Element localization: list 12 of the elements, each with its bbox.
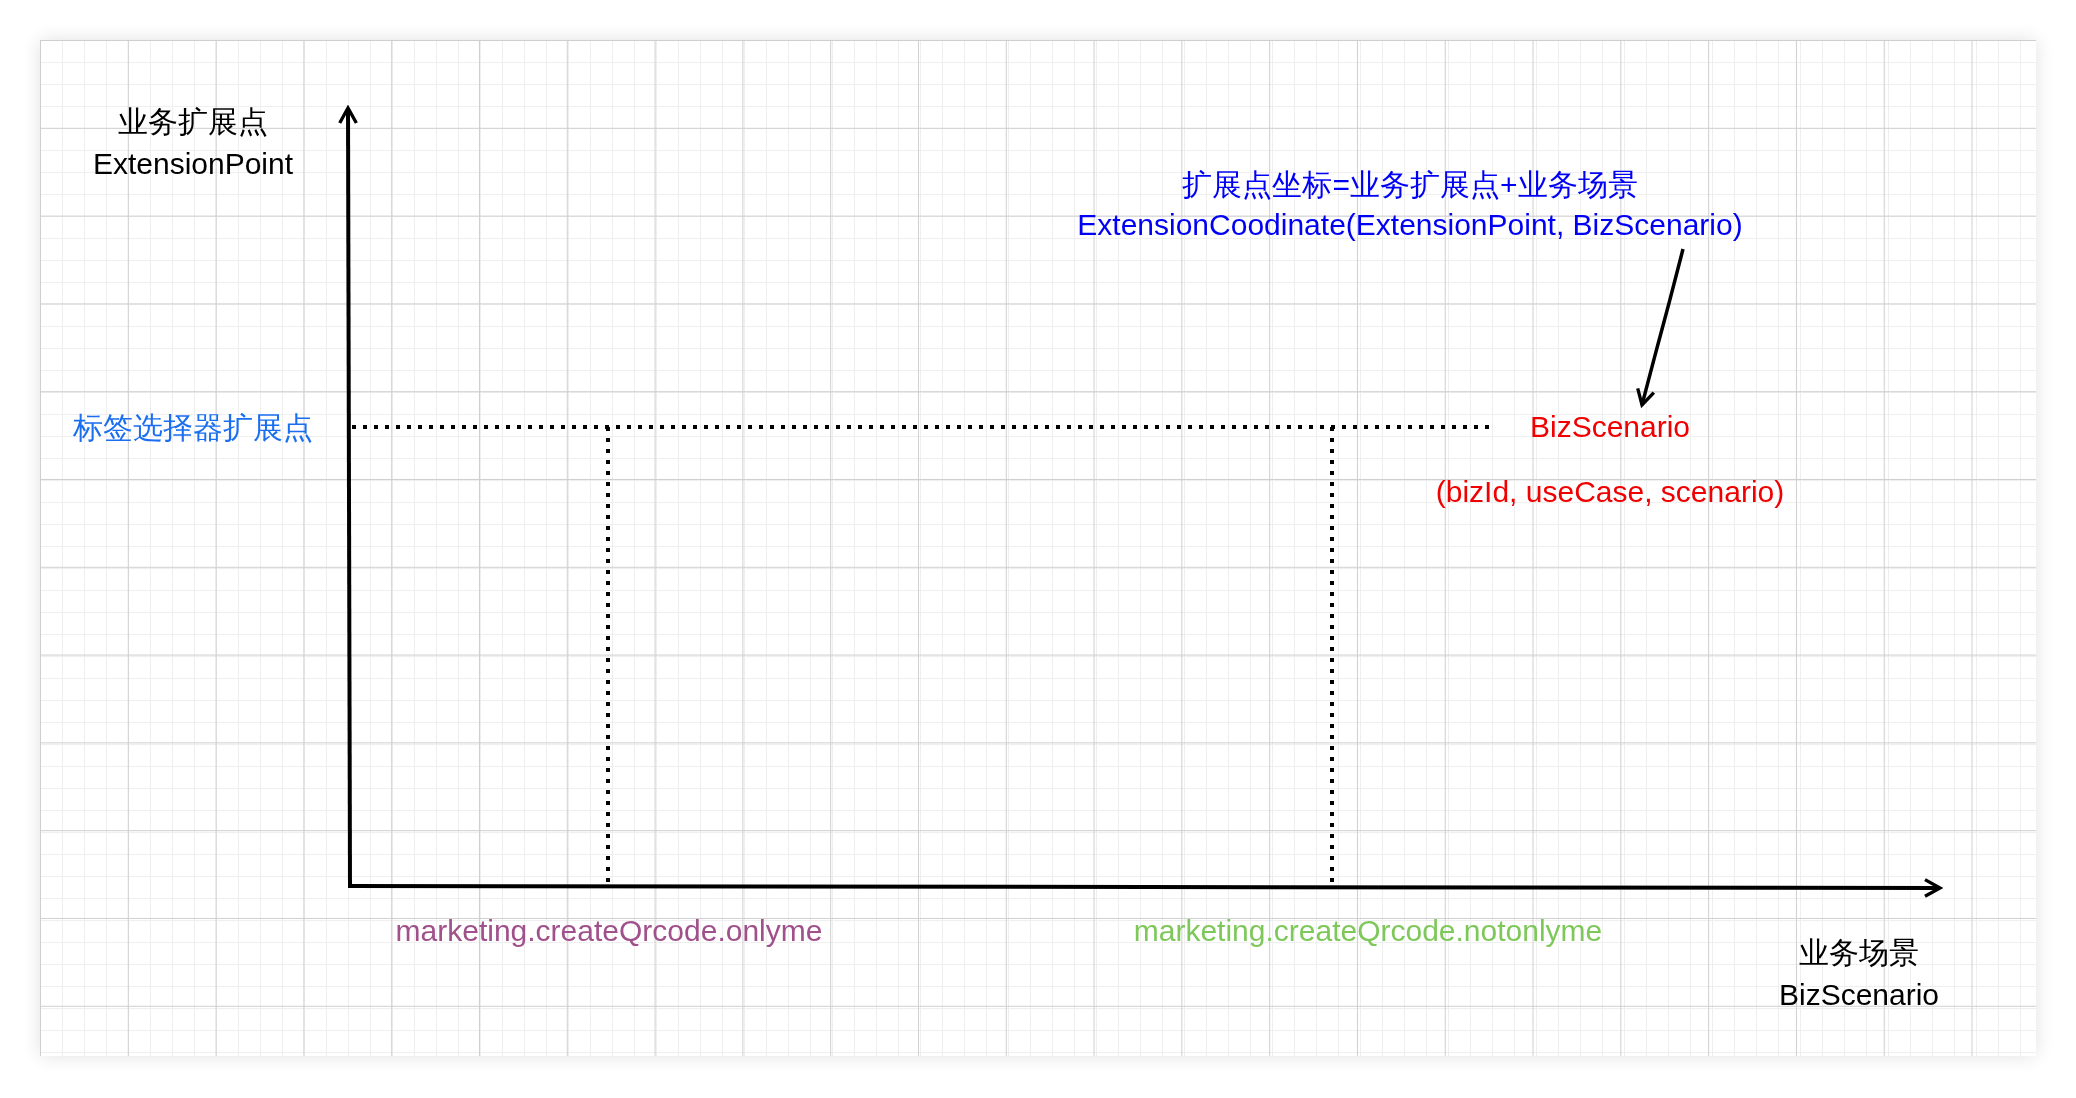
axis-title: 业务场景 xyxy=(1799,935,1919,971)
scenario-label: marketing.createQrcode.onlyme xyxy=(395,913,823,949)
axis-title: 业务扩展点 xyxy=(118,104,268,140)
scenario-label: marketing.createQrcode.notonlyme xyxy=(1133,913,1603,949)
axis-title: BizScenario xyxy=(1778,977,1940,1013)
arrow xyxy=(1636,248,1685,407)
node-heading: BizScenario xyxy=(1529,409,1691,445)
point-label: 标签选择器扩展点 xyxy=(73,410,313,446)
axis-title: ExtensionPoint xyxy=(92,146,294,182)
node-text: (bizId, useCase, scenario) xyxy=(1435,474,1785,510)
node-text: ExtensionCoodinate(ExtensionPoint, BizScenario) xyxy=(1077,207,1743,243)
node-heading: 扩展点坐标=业务扩展点+业务场景 xyxy=(1182,167,1638,203)
